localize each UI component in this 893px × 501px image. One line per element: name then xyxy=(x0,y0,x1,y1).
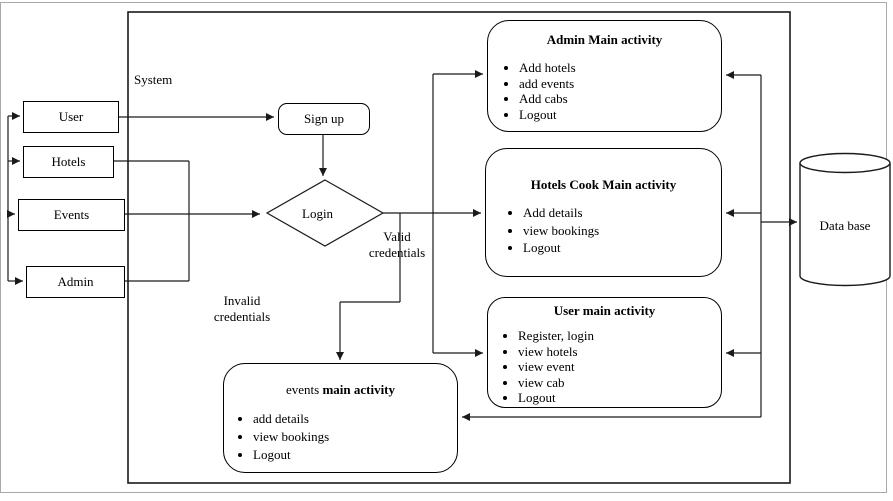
bullet-item: view hotels xyxy=(518,344,721,360)
hotelscook-activity-box: Hotels Cook Main activity Add detailsvie… xyxy=(485,148,722,277)
actor-label-admin: Admin xyxy=(57,274,94,289)
bullet-item: Add cabs xyxy=(519,91,721,107)
admin-activity-list: Add hotelsadd eventsAdd cabsLogout xyxy=(488,60,721,122)
bullet-item: Logout xyxy=(253,446,457,464)
login-decision-diamond xyxy=(265,179,385,247)
actor-box-user: User xyxy=(23,101,119,133)
actor-box-events: Events xyxy=(18,199,125,231)
bullet-item: view event xyxy=(518,359,721,375)
bullet-item: add events xyxy=(519,76,721,92)
bullet-item: view bookings xyxy=(253,428,457,446)
bullet-item: Register, login xyxy=(518,328,721,344)
hotelscook-activity-title: Hotels Cook Main activity xyxy=(530,177,677,192)
events-activity-title-bold: main activity xyxy=(322,382,396,397)
events-activity-box: events main activity add detailsview boo… xyxy=(223,363,458,473)
user-activity-title: User main activity xyxy=(553,303,656,318)
bullet-item: Logout xyxy=(518,390,721,406)
admin-activity-box: Admin Main activity Add hotelsadd events… xyxy=(487,20,722,132)
system-label: System xyxy=(134,72,173,87)
signup-label: Sign up xyxy=(303,111,345,126)
user-activity-box: User main activity Register, loginview h… xyxy=(487,297,722,408)
events-activity-list: add detailsview bookingsLogout xyxy=(224,410,457,464)
actor-label-events: Events xyxy=(53,207,90,222)
bullet-item: view bookings xyxy=(523,222,721,240)
hotelscook-activity-list: Add detailsview bookingsLogout xyxy=(486,204,721,257)
system-boundary xyxy=(127,11,791,484)
bullet-item: Logout xyxy=(523,239,721,257)
actor-label-user: User xyxy=(58,109,84,124)
bullet-item: add details xyxy=(253,410,457,428)
user-activity-list: Register, loginview hotelsview eventview… xyxy=(488,328,721,406)
events-activity-title: events main activity xyxy=(224,382,457,398)
actor-label-hotels: Hotels xyxy=(51,154,86,169)
login-label: Login xyxy=(302,206,334,221)
actor-box-hotels: Hotels xyxy=(23,146,114,178)
database-cylinder-body xyxy=(799,163,891,287)
bullet-item: Logout xyxy=(519,107,721,123)
database-label: Data base xyxy=(819,218,871,233)
actor-box-admin: Admin xyxy=(26,266,125,298)
signup-node: Sign up xyxy=(278,103,370,135)
admin-activity-title: Admin Main activity xyxy=(546,32,663,47)
bullet-item: view cab xyxy=(518,375,721,391)
bullet-item: Add details xyxy=(523,204,721,222)
events-activity-title-prefix: events xyxy=(285,382,323,397)
valid-credentials-label: Valid credentials xyxy=(368,229,426,260)
bullet-item: Add hotels xyxy=(519,60,721,76)
database-cylinder-top xyxy=(799,152,891,174)
invalid-credentials-label: Invalid credentials xyxy=(213,293,271,324)
